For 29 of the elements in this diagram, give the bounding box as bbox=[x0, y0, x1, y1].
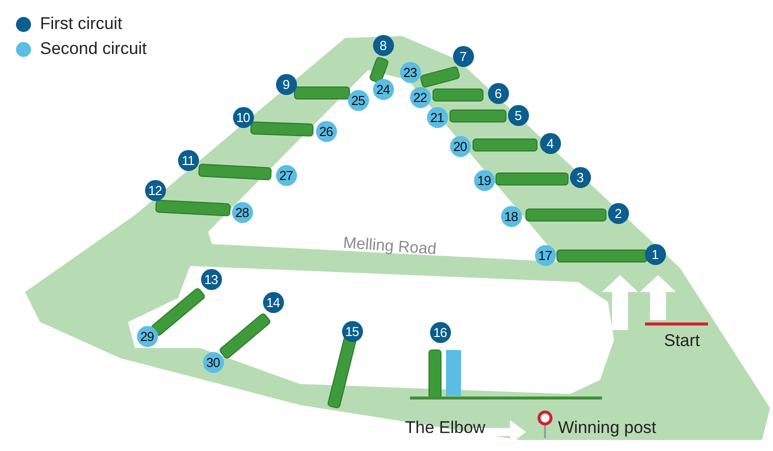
road-label: Melling Road bbox=[342, 234, 437, 260]
winning-post-label: Winning post bbox=[558, 418, 656, 438]
fence-number: 20 bbox=[450, 136, 470, 156]
legend-label: Second circuit bbox=[40, 39, 147, 59]
fence-number: 4 bbox=[540, 132, 560, 154]
fence-number: 26 bbox=[316, 120, 336, 142]
fence-number: 21 bbox=[426, 106, 448, 128]
fence-number: 7 bbox=[452, 46, 474, 66]
place-label: The Elbow bbox=[405, 418, 486, 438]
fence-number: 12 bbox=[144, 180, 166, 200]
fence-number: 6 bbox=[488, 82, 508, 104]
fence-number: 5 bbox=[508, 104, 528, 126]
fence-number: 19 bbox=[474, 170, 494, 190]
fence-number: 29 bbox=[136, 326, 158, 346]
fence-number: 24 bbox=[372, 78, 394, 100]
fence-number: 27 bbox=[276, 164, 296, 186]
fence-number: 16 bbox=[430, 322, 450, 342]
fence-number: 28 bbox=[232, 202, 252, 222]
fence-number: 13 bbox=[200, 268, 222, 290]
fence-number: 22 bbox=[410, 86, 430, 108]
fence-number: 25 bbox=[348, 90, 368, 110]
fence-number: 11 bbox=[178, 150, 198, 170]
start-label: Start bbox=[664, 331, 700, 351]
fence-number: 10 bbox=[232, 106, 254, 128]
fence-number: 14 bbox=[262, 292, 284, 312]
fence-number: 9 bbox=[276, 74, 296, 94]
fence-number: 18 bbox=[500, 206, 522, 226]
legend-label: First circuit bbox=[40, 14, 122, 34]
fence-number: 15 bbox=[342, 320, 362, 342]
